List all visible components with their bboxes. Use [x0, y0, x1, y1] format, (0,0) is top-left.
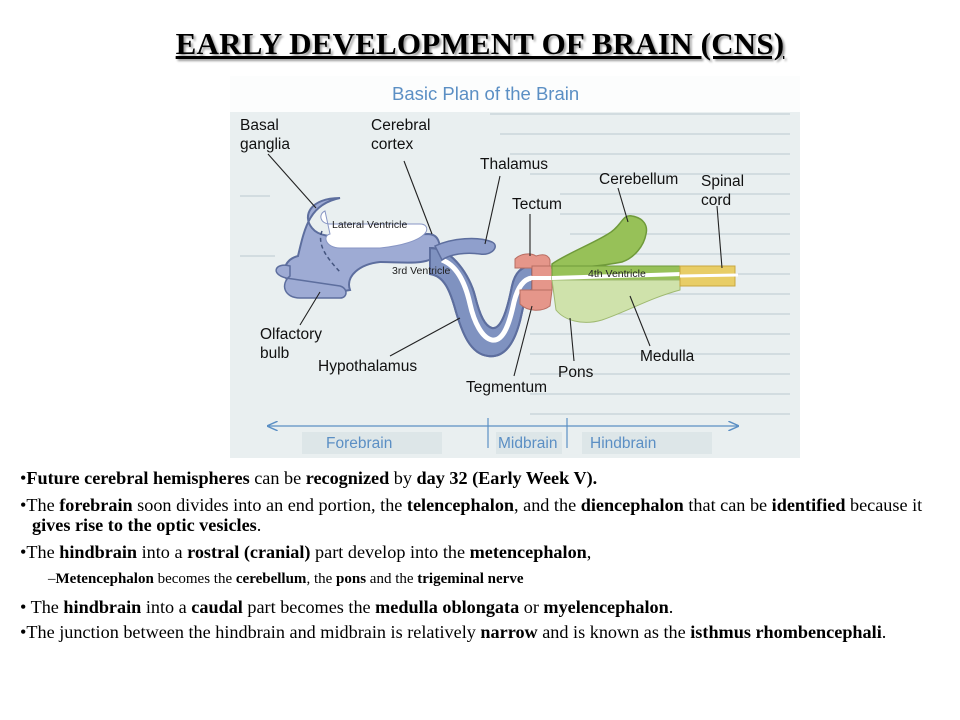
bullet-item: •The hindbrain into a rostral (cranial) … — [20, 542, 940, 562]
bullet-bold-run: forebrain — [59, 495, 133, 515]
label-basal-ganglia-2: ganglia — [240, 136, 290, 153]
bullet-bold-run: caudal — [191, 597, 243, 617]
brain-diagram: Basic Plan of the Brain — [230, 76, 800, 458]
bullet-text-run: that can be — [683, 495, 772, 515]
brain-diagram-svg: Basic Plan of the Brain — [230, 76, 800, 458]
bullet-text-run: into a — [141, 597, 192, 617]
division-midbrain: Midbrain — [498, 435, 557, 452]
bullet-bold-run: metencephalon — [469, 542, 587, 562]
bullet-text-run: part develop into the — [310, 542, 470, 562]
bullet-item: •The forebrain soon divides into an end … — [20, 495, 940, 535]
bullet-bold-run: narrow — [480, 622, 538, 642]
lateral-ventricle — [320, 210, 428, 249]
division-bar — [268, 418, 738, 454]
bullet-list: •Future cerebral hemispheres can be reco… — [20, 468, 940, 649]
label-lateral-ventricle: Lateral Ventricle — [332, 219, 407, 231]
bullet-bold-run: trigeminal nerve — [417, 571, 524, 587]
tectum — [514, 253, 551, 269]
bullet-bold-run: identified — [771, 495, 846, 515]
label-tectum: Tectum — [512, 196, 562, 213]
bullet-text-run: and is known as the — [537, 622, 691, 642]
bullet-item: • The hindbrain into a caudal part becom… — [20, 597, 940, 617]
bullet-bold-run: recognized — [305, 468, 390, 488]
bullet-text-run: • The — [20, 597, 64, 617]
leader-lines — [267, 153, 723, 377]
bullet-text-run: , the — [306, 571, 337, 587]
bullet-text-run: . — [668, 597, 674, 617]
sub-bullet-item: –Metencephalon becomes the cerebellum, t… — [48, 569, 940, 589]
label-medulla: Medulla — [640, 348, 695, 365]
bullet-text-run: •The junction between the hindbrain and … — [20, 622, 481, 642]
label-hypothalamus: Hypothalamus — [318, 358, 417, 375]
label-thalamus: Thalamus — [480, 156, 548, 173]
label-olfactory-bulb-1: Olfactory — [260, 326, 322, 343]
label-tegmentum: Tegmentum — [466, 379, 547, 396]
bullet-text-run: and the — [366, 571, 418, 587]
bullet-bold-run: hindbrain — [63, 597, 142, 617]
bullet-text-run: • — [20, 468, 27, 488]
bullet-text-run: by — [389, 468, 417, 488]
bullet-item: •Future cerebral hemispheres can be reco… — [20, 468, 940, 488]
label-cerebellum: Cerebellum — [599, 171, 678, 188]
bullet-text-run: or — [519, 597, 544, 617]
bleed-through-texture — [240, 113, 790, 415]
bullet-bold-run: Metencephalon — [55, 571, 154, 587]
cerebellum — [551, 215, 648, 269]
bullet-bold-run: myelencephalon — [543, 597, 669, 617]
label-spinal-cord-2: cord — [701, 192, 731, 209]
bullet-bold-run: rostral (cranial) — [187, 542, 311, 562]
bullet-bold-run: cerebellum — [235, 571, 307, 587]
label-olfactory-bulb-2: bulb — [260, 345, 289, 362]
label-cerebral-cortex-1: Cerebral — [371, 117, 430, 134]
bullet-text-run: part becomes the — [242, 597, 376, 617]
label-third-ventricle: 3rd Ventricle — [392, 265, 451, 277]
label-spinal-cord-1: Spinal — [701, 173, 744, 190]
pons — [551, 279, 681, 323]
olfactory-bulb — [275, 264, 347, 299]
fourth-ventricle — [551, 272, 683, 280]
bullet-text-run: . — [881, 622, 887, 642]
third-ventricle — [440, 257, 533, 343]
bullet-item: •The junction between the hindbrain and … — [20, 622, 940, 642]
bullet-bold-run: gives rise to the optic vesicles — [32, 515, 257, 535]
bullet-bold-run: isthmus rhombencephali — [690, 622, 882, 642]
bullet-text-run: soon divides into an end portion, the — [132, 495, 407, 515]
bullet-bold-run: hindbrain — [59, 542, 138, 562]
bullet-bold-run: pons — [336, 571, 367, 587]
bullet-bold-run: telencephalon — [406, 495, 515, 515]
bullet-bold-run: Future cerebral hemispheres — [26, 468, 250, 488]
bullet-text-run: can be — [249, 468, 306, 488]
label-basal-ganglia-1: Basal — [240, 117, 279, 134]
division-hindbrain: Hindbrain — [590, 435, 656, 452]
bullet-text-run: , — [586, 542, 592, 562]
tegmentum — [519, 289, 553, 311]
bullet-text-run: – — [48, 571, 56, 587]
division-forebrain: Forebrain — [326, 435, 392, 452]
slide-title: EARLY DEVELOPMENT OF BRAIN (CNS) — [175, 26, 785, 61]
bullet-bold-run: day 32 (Early Week V). — [416, 468, 598, 488]
label-pons: Pons — [558, 364, 594, 381]
bullet-bold-run: diencephalon — [580, 495, 684, 515]
figure-caption: Basic Plan of the Brain — [392, 83, 579, 104]
label-cerebral-cortex-2: cortex — [371, 136, 413, 153]
bullet-text-run: into a — [137, 542, 188, 562]
bullet-text-run: because it — [845, 495, 923, 515]
bullet-text-run: •The — [20, 542, 60, 562]
bullet-bold-run: medulla oblongata — [375, 597, 520, 617]
bullet-text-run: becomes the — [153, 571, 236, 587]
bullet-text-run: •The — [20, 495, 60, 515]
label-fourth-ventricle: 4th Ventricle — [588, 268, 646, 280]
bullet-text-run: . — [256, 515, 262, 535]
bullet-text-run: , and the — [514, 495, 581, 515]
thalamus-region — [433, 237, 496, 262]
